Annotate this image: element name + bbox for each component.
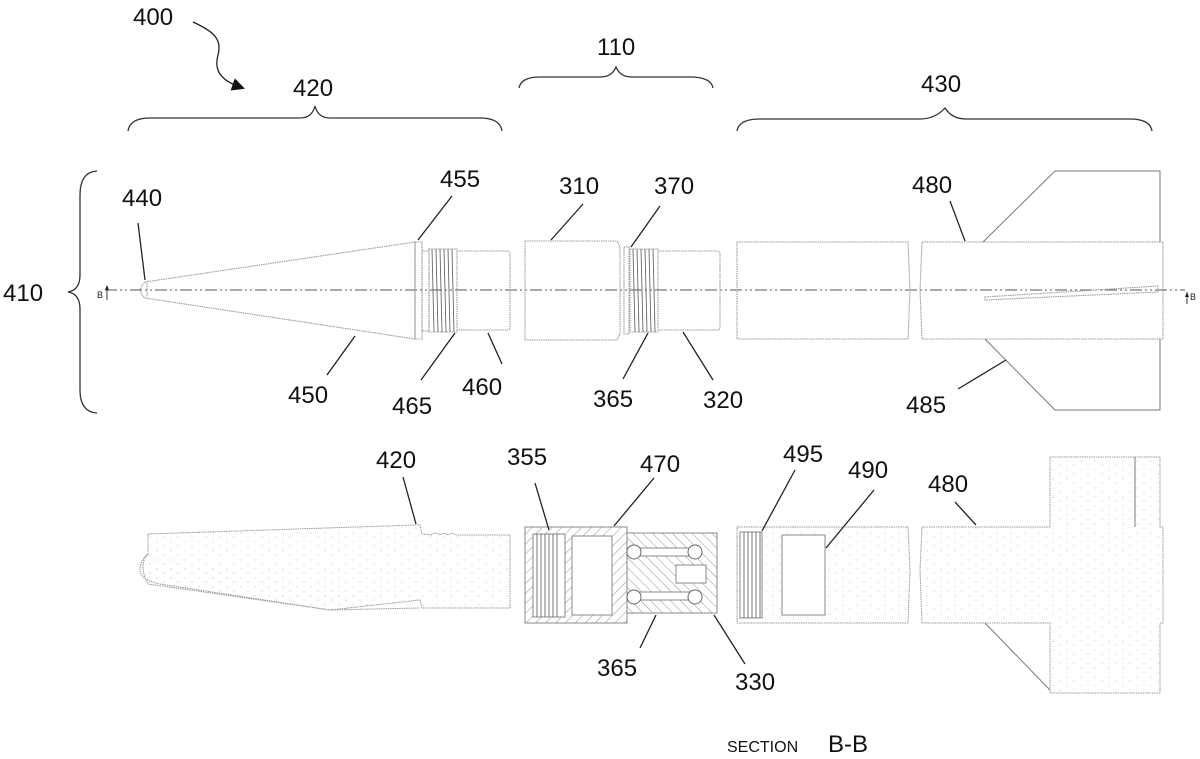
brace-420 <box>127 105 503 132</box>
callout-365-top: 365 <box>593 332 649 413</box>
svg-text:420: 420 <box>376 447 416 474</box>
callout-320: 320 <box>682 331 743 414</box>
section-marker-right: B <box>1185 292 1196 304</box>
thread-365-top <box>629 248 659 333</box>
svg-text:SECTION: SECTION <box>727 739 798 756</box>
coupler-top <box>524 240 721 341</box>
callout-485: 485 <box>906 359 1007 419</box>
svg-text:365: 365 <box>593 386 633 413</box>
svg-text:330: 330 <box>735 669 775 696</box>
label-110: 110 <box>597 34 635 61</box>
callout-465: 465 <box>392 332 456 420</box>
label-420-top: 420 <box>293 75 333 102</box>
svg-text:B-B: B-B <box>828 731 868 758</box>
callout-470: 470 <box>613 451 680 527</box>
section-caption: SECTION B-B <box>727 731 868 758</box>
callout-440: 440 <box>122 185 162 281</box>
tail-body-section <box>736 456 1164 694</box>
assembly-arrow <box>192 21 245 91</box>
svg-text:495: 495 <box>783 441 823 468</box>
svg-text:460: 460 <box>462 374 502 401</box>
callout-460: 460 <box>462 332 503 401</box>
svg-text:320: 320 <box>703 387 743 414</box>
callout-420-section: 420 <box>376 447 417 525</box>
thread-465-top <box>428 248 458 333</box>
callout-450: 450 <box>288 335 356 409</box>
svg-text:455: 455 <box>440 166 480 193</box>
label-400: 400 <box>133 4 173 31</box>
callout-365-section: 365 <box>597 614 657 682</box>
callout-455: 455 <box>417 166 480 241</box>
svg-text:450: 450 <box>288 382 328 409</box>
svg-text:440: 440 <box>122 185 162 212</box>
svg-text:B: B <box>1190 292 1196 302</box>
callout-355: 355 <box>507 444 550 531</box>
svg-text:465: 465 <box>392 393 432 420</box>
svg-text:490: 490 <box>848 457 888 484</box>
callout-310: 310 <box>550 173 599 241</box>
svg-text:310: 310 <box>559 173 599 200</box>
callout-480-section: 480 <box>928 471 977 526</box>
svg-text:355: 355 <box>507 444 547 471</box>
brace-410 <box>67 170 98 414</box>
callout-490: 490 <box>825 457 888 549</box>
svg-text:480: 480 <box>928 471 968 498</box>
svg-text:470: 470 <box>640 451 680 478</box>
nose-cone-top <box>139 241 511 340</box>
brace-430 <box>736 106 1153 132</box>
label-410: 410 <box>3 280 43 307</box>
brace-110 <box>518 65 714 89</box>
callout-480-top: 480 <box>912 172 966 242</box>
svg-text:485: 485 <box>906 392 946 419</box>
nose-cone-section <box>139 524 511 611</box>
svg-text:B: B <box>97 290 103 300</box>
callout-495: 495 <box>761 441 823 532</box>
thread-495-section <box>743 532 761 618</box>
tail-body-top <box>736 170 1164 411</box>
coupler-section <box>524 526 718 624</box>
svg-text:365: 365 <box>597 655 637 682</box>
section-marker-left: B <box>97 285 109 300</box>
svg-text:370: 370 <box>654 173 694 200</box>
label-430: 430 <box>921 71 961 98</box>
svg-text:480: 480 <box>912 172 952 199</box>
callout-370: 370 <box>630 173 694 248</box>
thread-355-section <box>536 534 558 617</box>
callout-330: 330 <box>713 614 775 696</box>
